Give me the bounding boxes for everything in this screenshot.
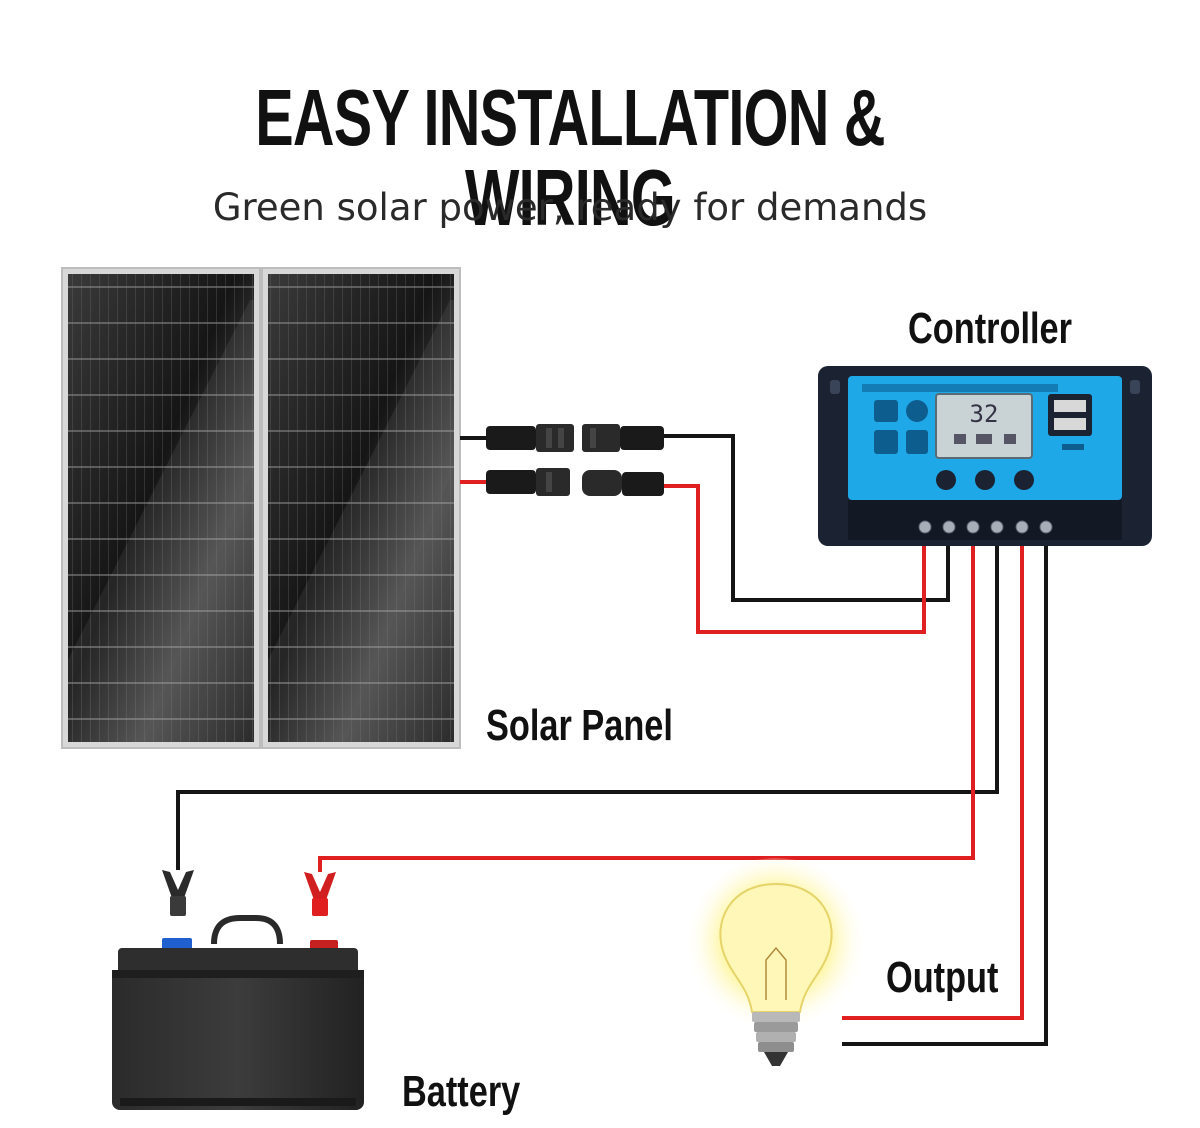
controller-display-reading: 32 bbox=[970, 400, 999, 428]
controller-button-1 bbox=[936, 470, 956, 490]
battery-label: Battery bbox=[402, 1067, 521, 1116]
solar-panel-left bbox=[61, 267, 261, 749]
light-bulb-icon bbox=[684, 858, 868, 1066]
battery bbox=[112, 915, 364, 1110]
wires bbox=[176, 434, 1048, 1046]
mc4-male-positive bbox=[486, 468, 570, 496]
load-positive-wire bbox=[842, 540, 1024, 1020]
positive-clamp bbox=[304, 872, 336, 916]
mc4-connectors bbox=[486, 424, 664, 496]
solar-panel-label: Solar Panel bbox=[486, 701, 673, 750]
pv-positive-wire bbox=[662, 484, 926, 634]
battery-negative-wire bbox=[176, 540, 999, 870]
solar-panel-right bbox=[261, 267, 461, 749]
output-label: Output bbox=[886, 953, 999, 1002]
controller-button-2 bbox=[975, 470, 995, 490]
pv-negative-wire bbox=[662, 434, 950, 602]
mc4-female-positive bbox=[582, 470, 664, 496]
mc4-male-negative bbox=[486, 424, 574, 452]
battery-positive-wire bbox=[318, 540, 975, 872]
page-subtitle: Green solar power, ready for demands bbox=[212, 186, 928, 229]
mc4-female-negative bbox=[582, 424, 664, 452]
charge-controller: 32 bbox=[818, 366, 1152, 546]
page-title: EASY INSTALLATION & WIRING bbox=[255, 73, 885, 242]
controller-button-3 bbox=[1014, 470, 1034, 490]
controller-label: Controller bbox=[908, 304, 1072, 353]
load-negative-wire bbox=[842, 540, 1048, 1046]
negative-clamp bbox=[162, 870, 194, 916]
